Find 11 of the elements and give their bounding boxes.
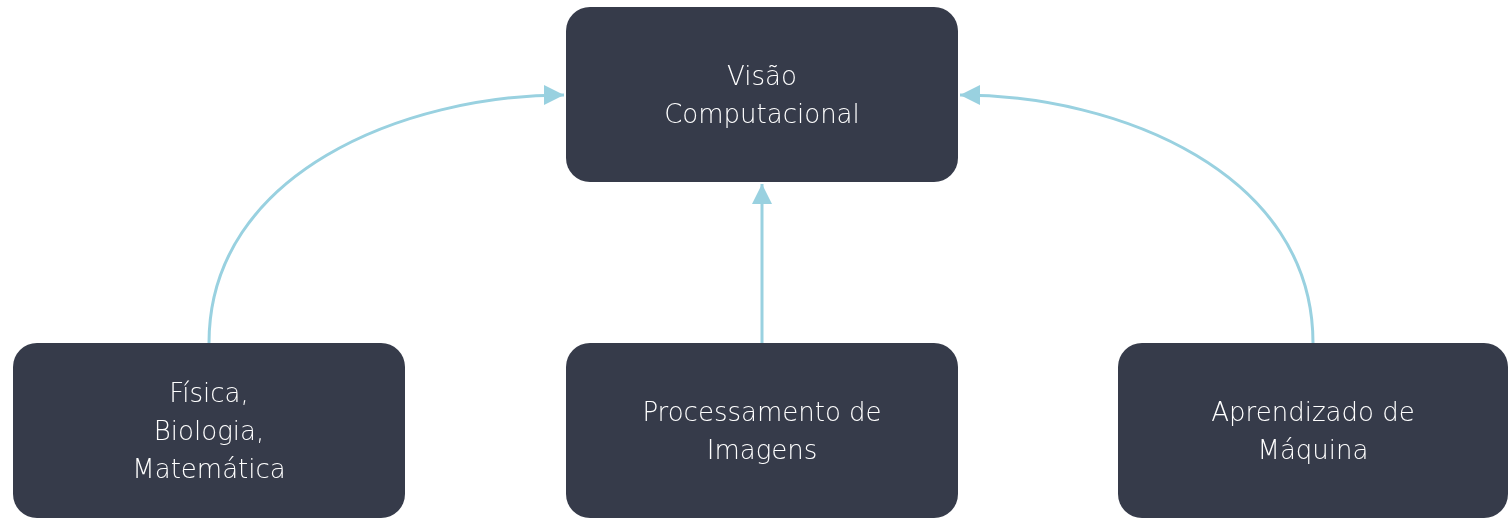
rounded-box <box>1118 343 1508 518</box>
node-label: Visão Computacional <box>663 59 861 131</box>
arrow <box>959 85 1315 344</box>
arrow <box>752 184 772 343</box>
node-label: Processamento de Imagens <box>641 395 883 467</box>
node-label: Física, Biologia, Matemática <box>131 376 287 486</box>
arrow <box>207 85 565 344</box>
rounded-box <box>566 7 958 182</box>
node-label: Aprendizado de Máquina <box>1210 395 1416 467</box>
rounded-box <box>566 343 958 518</box>
rounded-box <box>13 343 405 518</box>
